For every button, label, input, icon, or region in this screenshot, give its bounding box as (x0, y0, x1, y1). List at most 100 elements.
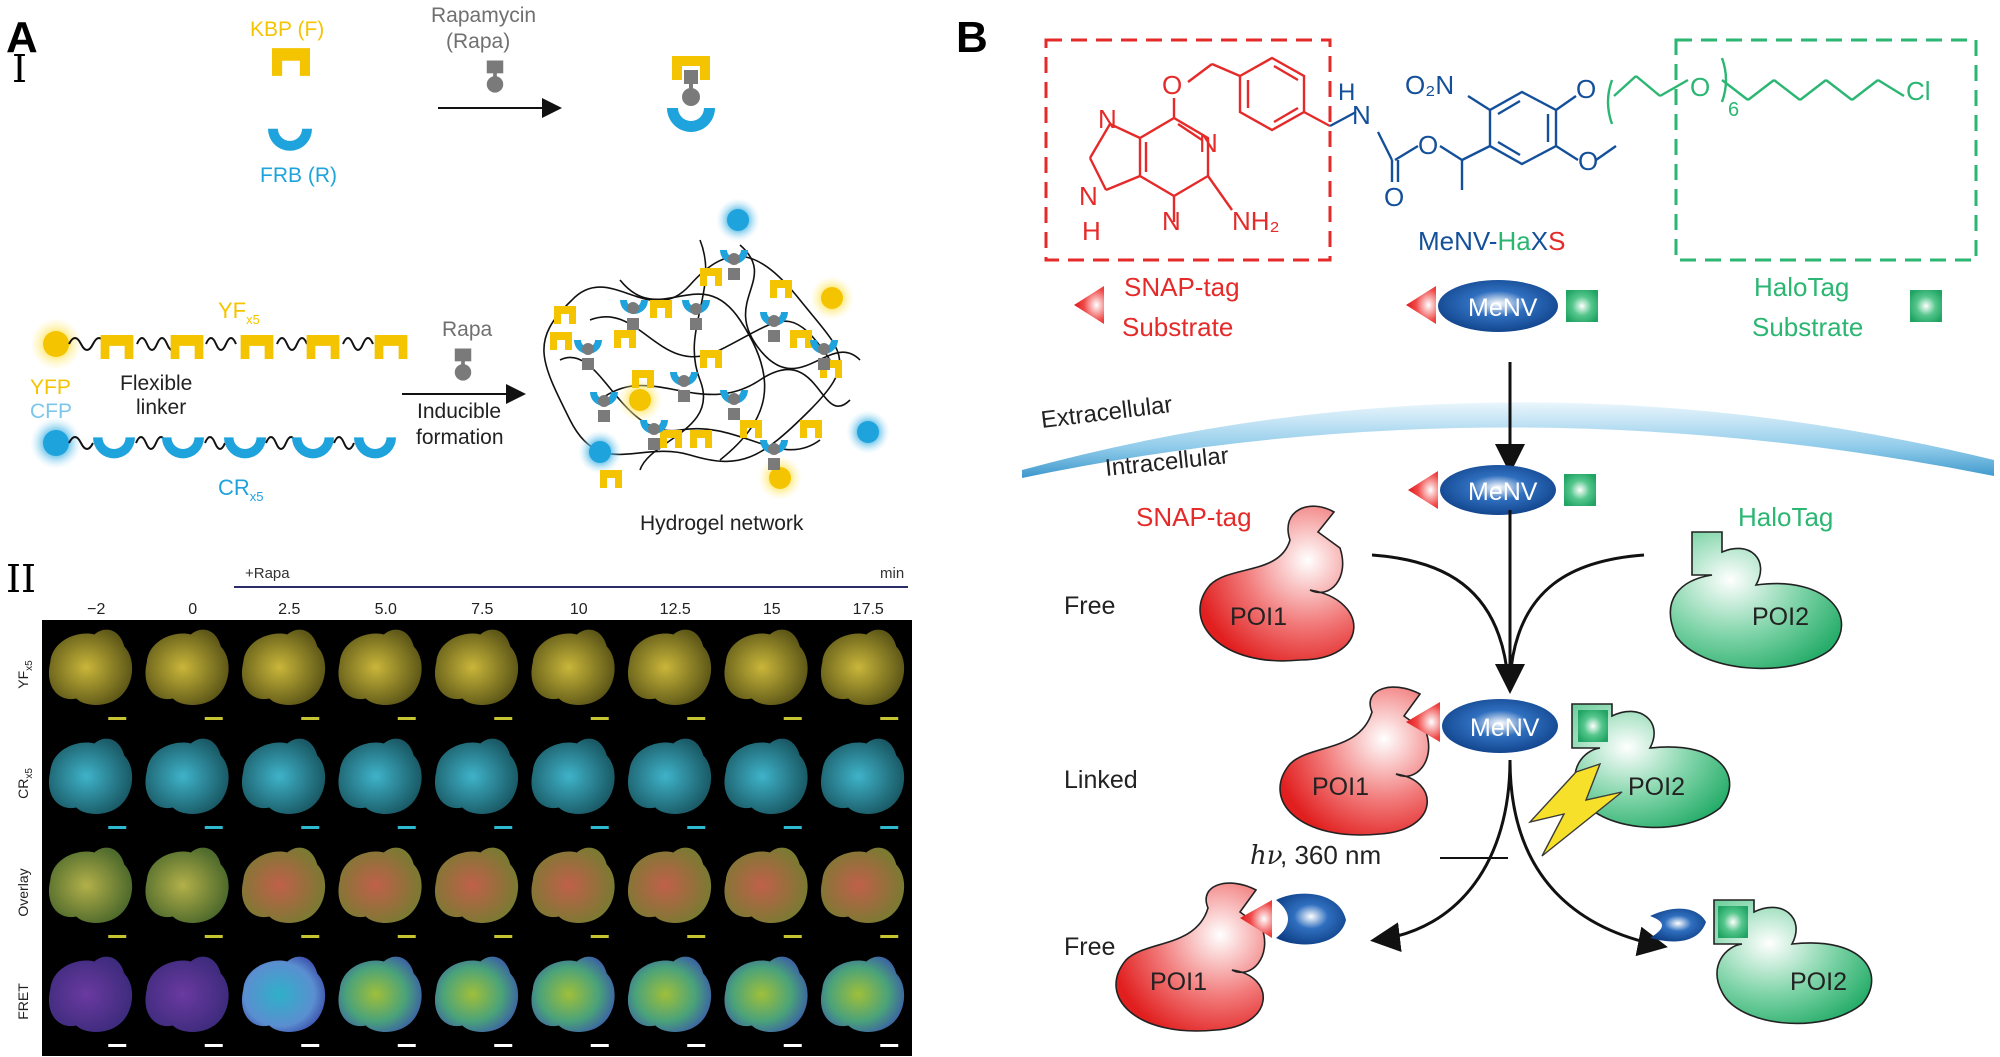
inducible-label: Inducible (417, 400, 501, 423)
cell-image (434, 629, 519, 705)
rapamycin-icon (486, 60, 504, 93)
cell-image (627, 738, 712, 814)
panel-a-label: A (6, 13, 38, 62)
peg-subscript-label: 6 (1728, 99, 1739, 121)
panel-b-label: B (956, 13, 988, 62)
timepoint-label: 2.5 (278, 601, 300, 618)
scale-bar (783, 935, 802, 938)
scale-bar (301, 935, 320, 938)
frb-unit-2 (162, 437, 204, 459)
ether-o2-label: O (1576, 74, 1596, 104)
timepoint-label: 0 (188, 601, 197, 618)
rapa-label: Rapa (442, 318, 493, 341)
scale-bar (397, 717, 416, 720)
scale-bar (204, 935, 223, 938)
frb-icon (268, 128, 312, 151)
snap-substrate-label-1: SNAP-tag (1124, 272, 1240, 302)
lightning-icon (1527, 762, 1623, 857)
panel-b: B N N N H N NH₂ O (956, 0, 2000, 1057)
hydrogel-network-diagram (543, 198, 890, 500)
cell-image (48, 956, 133, 1032)
frb-unit-3 (224, 437, 266, 459)
product-poi2-label: POI2 (1790, 968, 1847, 996)
cl-label: Cl (1906, 76, 1931, 106)
scale-bar (783, 826, 802, 829)
scale-bar (687, 935, 706, 938)
cr-linker (68, 436, 355, 450)
scale-bar (397, 1044, 416, 1047)
guanine-h: H (1082, 216, 1101, 246)
carbonyl-o-label: O (1384, 182, 1404, 212)
scale-bar (880, 1044, 899, 1047)
yfp-label: YFP (30, 376, 71, 399)
amide-n-label: N (1352, 100, 1371, 130)
halo-substrate-label-1: HaloTag (1754, 272, 1849, 302)
free-poi1-product (1115, 882, 1346, 1032)
kbp-unit-5 (374, 335, 408, 359)
panel-b-divider (993, 0, 2000, 1057)
scale-bar (880, 935, 899, 938)
intracellular-menv-label: MeNV (1468, 478, 1538, 506)
kbp-unit-2 (170, 335, 204, 359)
scale-bar (687, 1044, 706, 1047)
menv-probe-icon (1406, 280, 1598, 332)
linked-poi2-label: POI2 (1628, 773, 1685, 801)
benzyl-ring (1187, 56, 1331, 132)
micrographs (48, 629, 905, 1047)
guanine-n-left: N (1079, 181, 1098, 211)
halotag-label: HaloTag (1738, 502, 1833, 532)
scale-bar (301, 717, 320, 720)
cell-image (531, 956, 615, 1032)
guanine-n-bottom: N (1162, 206, 1181, 236)
kbp-label: KBP (F) (250, 18, 324, 41)
guanine-n-right: N (1199, 128, 1218, 158)
halo-substrate-box (1674, 38, 1978, 262)
cell-image (241, 629, 326, 705)
cell-image (48, 629, 133, 705)
kbp-unit-1 (100, 335, 134, 359)
scale-bar (108, 1044, 127, 1047)
scale-bar (397, 935, 416, 938)
linked-menv-label: MeNV (1470, 714, 1540, 742)
row-label: YFx5 (15, 660, 35, 689)
snap-substrate-label-2: Substrate (1122, 312, 1233, 342)
scale-bar (204, 717, 223, 720)
scale-bar (494, 1044, 513, 1047)
product-poi1-label: POI1 (1150, 968, 1207, 996)
scale-bar (590, 717, 609, 720)
scale-bar (494, 826, 513, 829)
cell-image (145, 847, 229, 923)
cleave-arrow-left (1370, 759, 1512, 953)
o2n-label: O₂N (1405, 70, 1454, 100)
benzylguanine-structure (1088, 98, 1233, 222)
scale-bar (590, 1044, 609, 1047)
cell-image (531, 629, 615, 705)
cell-image (241, 956, 326, 1032)
row-label: FRET (15, 983, 31, 1020)
peg-o-label: O (1690, 72, 1710, 102)
scale-bar (108, 717, 127, 720)
frb-unit-5 (354, 437, 396, 459)
cell-image (627, 629, 712, 705)
chloroalkane-structure (1606, 57, 1905, 125)
timepoint-label: 10 (570, 601, 588, 618)
scale-bar (397, 826, 416, 829)
cell-image (820, 847, 905, 923)
row-label: Overlay (15, 868, 31, 916)
amide-h-label: H (1338, 79, 1355, 106)
cell-image (724, 629, 808, 705)
halo-substrate-icon (1910, 290, 1942, 322)
free-poi2-label: POI2 (1752, 603, 1809, 631)
kbp-unit-3 (240, 335, 274, 359)
scale-bar (590, 935, 609, 938)
scale-bar (880, 826, 899, 829)
cell-image (724, 847, 808, 923)
scale-bar (204, 1044, 223, 1047)
cell-image (627, 847, 712, 923)
timepoint-label: 17.5 (853, 601, 884, 618)
halotag-protein (1669, 531, 1843, 670)
cell-image (724, 956, 808, 1032)
scale-bar (783, 717, 802, 720)
